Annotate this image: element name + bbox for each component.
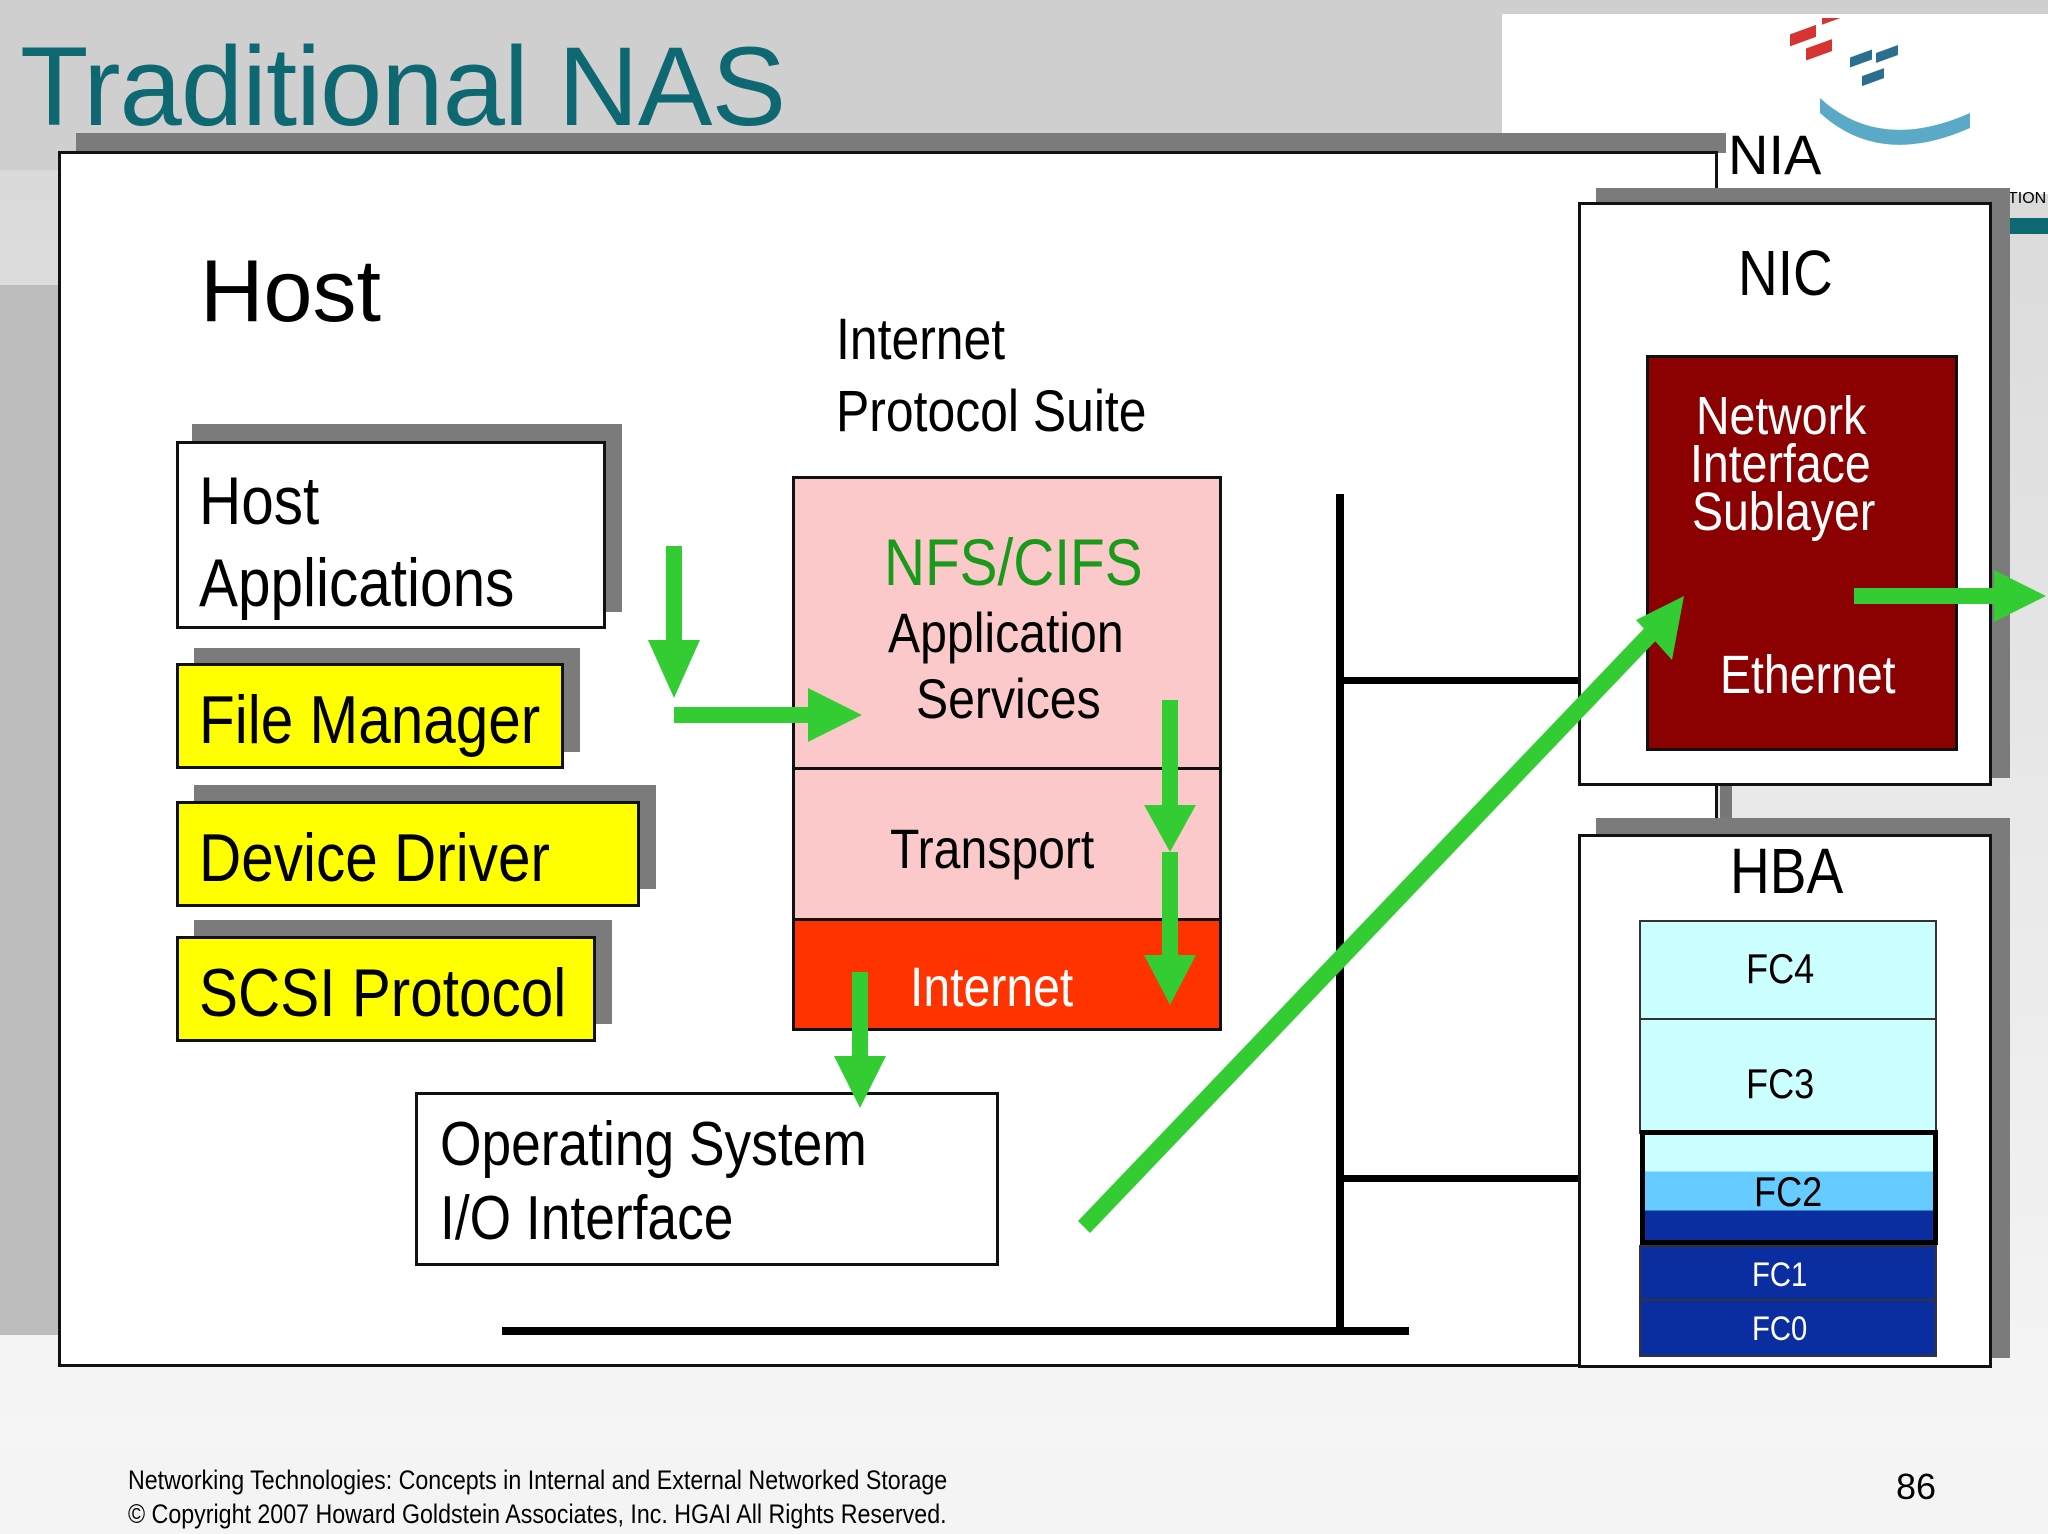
sublayer-line1: Network	[1696, 386, 1867, 446]
scsi-protocol-box: SCSI Protocol	[176, 936, 596, 1042]
nic-label: NIC	[1738, 237, 1833, 309]
logo-text: NIA	[1728, 123, 1822, 186]
scsi-protocol-label: SCSI Protocol	[199, 955, 567, 1031]
fc0-layer	[1639, 1299, 1937, 1357]
sublayer-line2: Interface	[1690, 434, 1871, 494]
footer-line1: Networking Technologies: Concepts in Int…	[128, 1465, 948, 1495]
fc2-label: FC2	[1754, 1168, 1823, 1215]
os-io-line1: Operating System	[440, 1110, 867, 1179]
vertical-bus-line	[1336, 494, 1344, 1332]
arrow-right-nfs-shaft	[674, 707, 814, 723]
fc4-label: FC4	[1746, 945, 1815, 992]
arrow-down-os-head	[834, 1056, 886, 1108]
services-label: Services	[916, 667, 1101, 730]
footer-band	[0, 1450, 2048, 1534]
device-driver-label: Device Driver	[199, 820, 550, 896]
arrow-right-nfs-head	[808, 688, 862, 742]
os-io-interface-box: Operating System I/O Interface	[415, 1092, 999, 1266]
arrow-down-host-shaft	[666, 546, 682, 646]
bus-to-hba-line	[1340, 1175, 1632, 1182]
fc0-label: FC0	[1752, 1310, 1808, 1348]
transport-label: Transport	[890, 817, 1095, 880]
fc4-layer	[1639, 920, 1937, 1020]
left-band	[0, 285, 60, 1335]
bus-to-nic-line	[1340, 677, 1632, 684]
fc3-label: FC3	[1746, 1060, 1815, 1107]
footer-line2: © Copyright 2007 Howard Goldstein Associ…	[128, 1499, 947, 1529]
fc3-layer	[1639, 1018, 1937, 1134]
arrow-down-transport-shaft	[1162, 700, 1178, 810]
host-applications-line1: Host	[199, 463, 320, 539]
network-interface-sublayer	[1646, 355, 1958, 751]
arrow-diagonal-nic-head	[1636, 596, 1684, 660]
fc2-layer	[1640, 1130, 1938, 1245]
arrow-right-out-head	[1994, 570, 2046, 622]
nic-hba-connector	[1720, 786, 1732, 820]
device-driver-box: Device Driver	[176, 801, 640, 907]
nfs-cifs-label: NFS/CIFS	[884, 525, 1143, 599]
host-label: Host	[200, 241, 381, 340]
sublayer-line3: Sublayer	[1692, 482, 1876, 542]
app-services-layer	[792, 476, 1222, 770]
host-applications-line2: Applications	[199, 545, 515, 621]
slide-title: Traditional NAS	[20, 24, 786, 149]
host-applications-box: Host Applications	[176, 441, 606, 629]
file-manager-box: File Manager	[176, 663, 564, 769]
protocol-suite-heading-line2: Protocol Suite	[836, 379, 1147, 444]
fc1-label: FC1	[1752, 1256, 1808, 1294]
ethernet-label: Ethernet	[1720, 645, 1896, 705]
file-manager-label: File Manager	[199, 682, 541, 758]
arrow-down-host-head	[648, 640, 700, 698]
protocol-suite-heading-line1: Internet	[836, 307, 1006, 372]
hba-label: HBA	[1730, 835, 1844, 907]
arrow-down-internet-shaft	[1162, 852, 1178, 962]
main-frame-shadow	[76, 133, 1726, 153]
os-io-line2: I/O Interface	[440, 1184, 734, 1253]
page-number: 86	[1896, 1466, 1937, 1507]
application-label: Application	[888, 601, 1124, 664]
arrow-down-os-shaft	[852, 972, 868, 1062]
logo-graphic	[1790, 18, 1970, 145]
arrow-right-out-shaft	[1854, 588, 2002, 604]
transport-layer	[792, 767, 1222, 921]
arrow-down-transport-head	[1144, 805, 1196, 852]
logo-bar	[2010, 218, 2048, 234]
arrow-down-internet-head	[1144, 955, 1196, 1005]
arrow-diagonal-nic-shaft	[1078, 618, 1666, 1233]
logo-subtext: TION	[2008, 190, 2047, 207]
internet-label: Internet	[910, 955, 1074, 1018]
horizontal-bus-line	[502, 1327, 1409, 1335]
